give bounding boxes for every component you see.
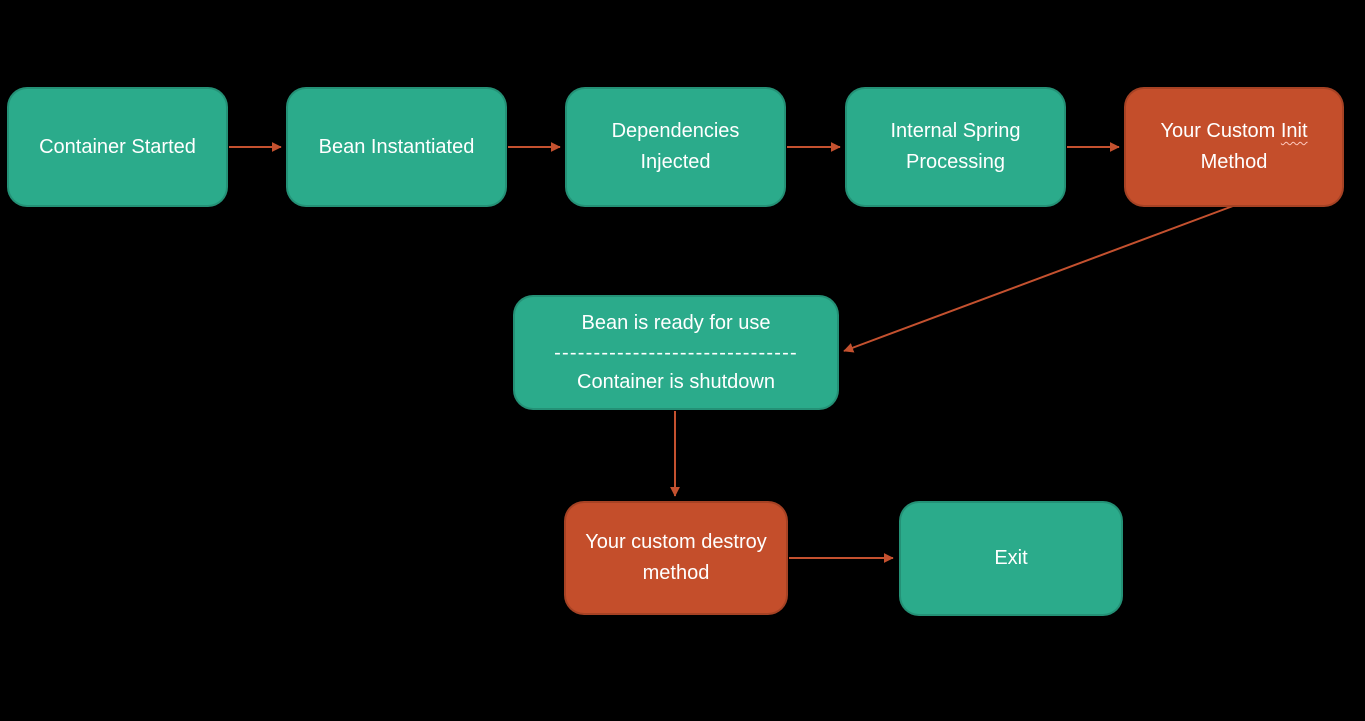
node-custom-init-label-pre: Your Custom (1160, 120, 1281, 142)
node-internal-spring-processing: Internal Spring Processing (845, 87, 1066, 207)
node-your-custom-destroy-method: Your custom destroy method (564, 501, 788, 615)
node-custom-destroy-label: Your custom destroy method (585, 531, 767, 584)
node-custom-init-line1: Your Custom Init (1160, 116, 1307, 147)
node-bean-ready-separator: ------------------------------- (554, 341, 798, 364)
node-bean-ready-container-shutdown: Bean is ready for use ------------------… (513, 295, 839, 410)
node-internal-spring-processing-label: Internal Spring Processing (890, 120, 1021, 173)
node-bean-instantiated: Bean Instantiated (286, 87, 507, 207)
node-exit: Exit (899, 501, 1123, 616)
node-bean-ready-line2: Container is shutdown (577, 370, 775, 393)
node-your-custom-init-method: Your Custom Init Method (1124, 87, 1344, 207)
edge-custom-init-to-bean-ready (843, 205, 1234, 353)
node-exit-label: Exit (994, 547, 1028, 569)
node-container-started-label: Container Started (39, 135, 196, 158)
node-custom-init-line2: Method (1200, 151, 1268, 173)
node-custom-init-label-init: Init (1280, 120, 1308, 142)
node-bean-instantiated-label: Bean Instantiated (318, 135, 475, 158)
node-bean-ready-line1: Bean is ready for use (581, 311, 771, 334)
node-dependencies-injected: Dependencies Injected (565, 87, 786, 207)
node-dependencies-injected-label: Dependencies Injected (611, 120, 740, 173)
node-container-started: Container Started (7, 87, 228, 207)
